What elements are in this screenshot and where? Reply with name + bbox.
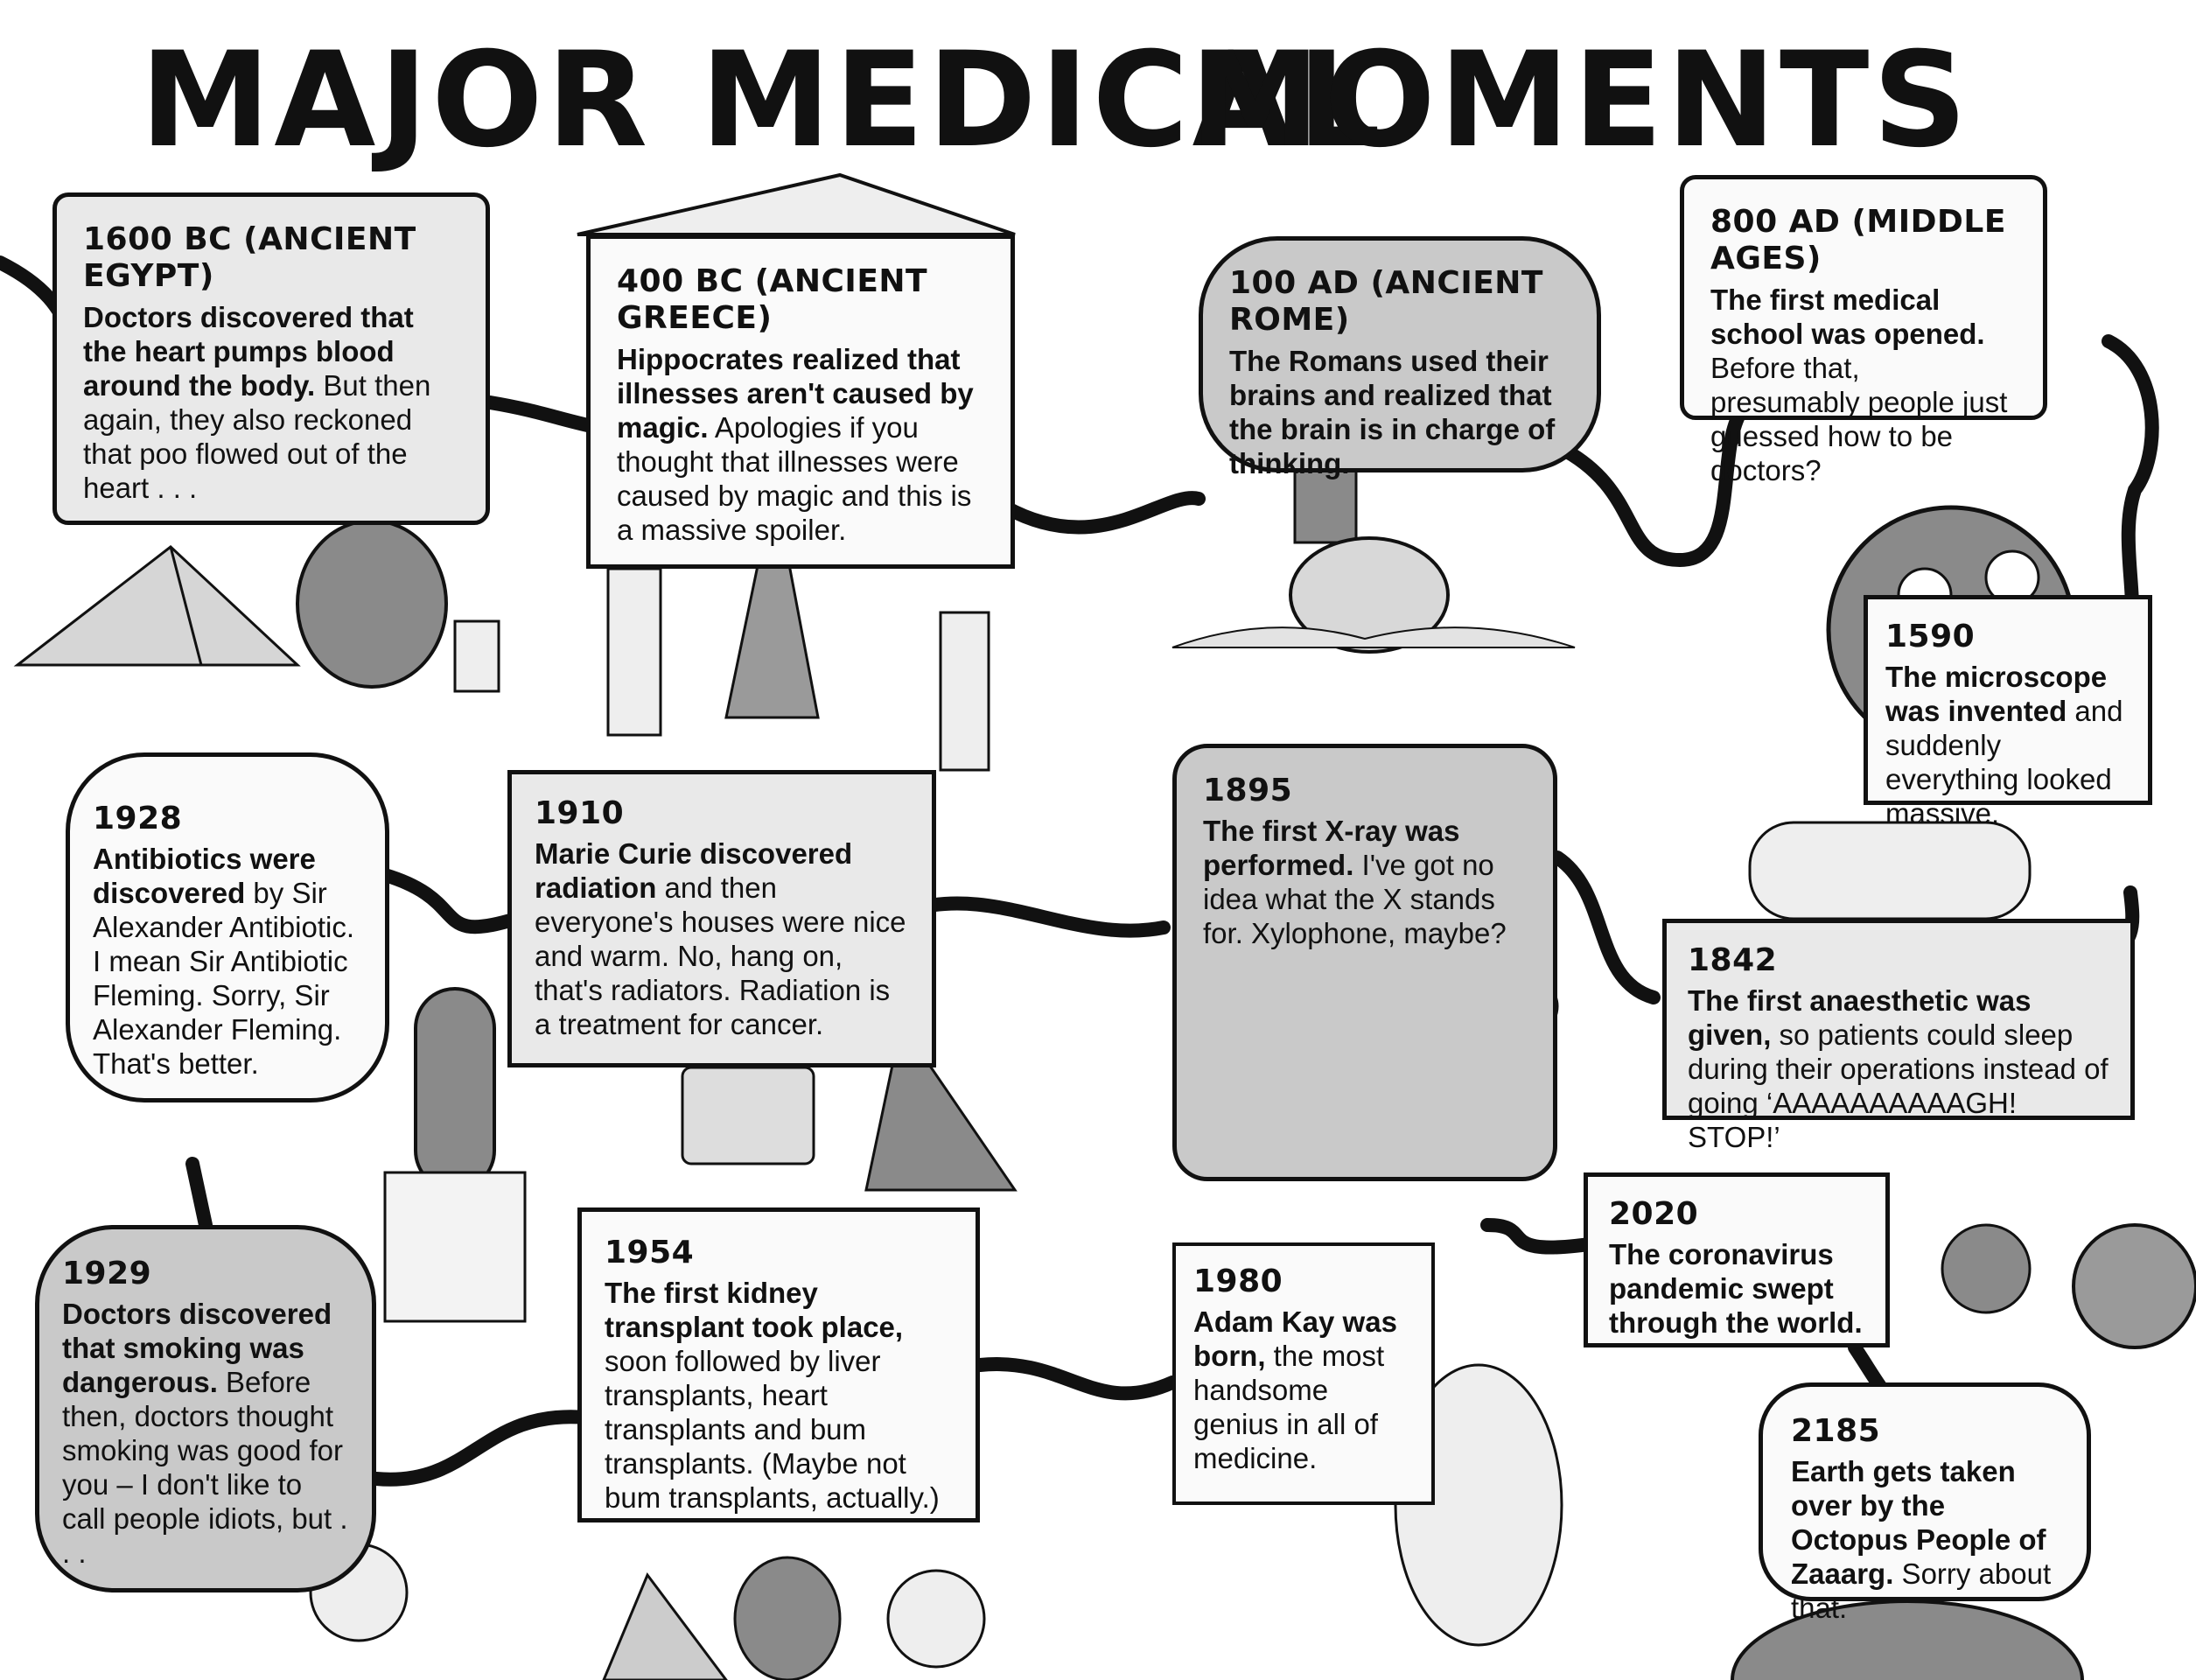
event-card-1590: 1590 The microscope was invented and sud… (1864, 595, 2152, 805)
event-date: 1600 BC (ANCIENT EGYPT) (83, 221, 459, 296)
event-card-egypt: 1600 BC (ANCIENT EGYPT) Doctors discover… (52, 192, 490, 525)
event-date: 2185 (1791, 1413, 2059, 1450)
event-card-1929: 1929 Doctors discovered that smoking was… (35, 1225, 376, 1592)
patient-art (1750, 822, 2030, 919)
event-lead: The coronavirus pandemic swept through t… (1609, 1238, 1863, 1339)
event-date: 1928 (93, 801, 362, 837)
event-date: 1842 (1688, 942, 2109, 979)
event-lead: The first medical school was opened. (1710, 284, 1985, 350)
event-date: 100 AD (ANCIENT ROME) (1229, 265, 1570, 340)
event-lead: The Romans used their brains and realize… (1229, 345, 1555, 480)
event-card-1928: 1928 Antibiotics were discovered by Sir … (66, 752, 389, 1102)
event-card-1842: 1842 The first anaesthetic was given, so… (1662, 919, 2135, 1120)
event-card-2020: 2020 The coronavirus pandemic swept thro… (1584, 1172, 1890, 1348)
temple-roof-art (577, 175, 1015, 234)
event-date: 1954 (605, 1235, 953, 1271)
virus-small-art (1942, 1225, 2030, 1312)
event-card-1980: 1980 Adam Kay was born, the most handsom… (1172, 1242, 1435, 1505)
event-body: soon followed by liver transplants, hear… (605, 1345, 940, 1514)
event-lead: The first kidney transplant took place, (605, 1277, 903, 1343)
event-body: Before that, presumably people just gues… (1710, 352, 2007, 486)
event-card-rome: 100 AD (ANCIENT ROME) The Romans used th… (1199, 236, 1601, 472)
event-card-greece: 400 BC (ANCIENT GREECE) Hippocrates real… (586, 234, 1015, 569)
column-right-art (941, 612, 989, 770)
event-date: 800 AD (MIDDLE AGES) (1710, 204, 2017, 278)
organ-characters-art (604, 1575, 726, 1680)
event-date: 1929 (62, 1256, 349, 1292)
event-date: 1895 (1203, 773, 1527, 809)
earth-art (2074, 1225, 2196, 1348)
column-left-art (608, 569, 661, 735)
radiator-art (682, 1068, 814, 1164)
heart-character-art (297, 521, 446, 687)
pyramid-art (17, 547, 297, 665)
event-card-1910: 1910 Marie Curie discovered radiation an… (507, 770, 936, 1068)
event-date: 1910 (535, 795, 909, 832)
event-date: 1590 (1885, 619, 2130, 655)
event-card-2185: 2185 Earth gets taken over by the Octopu… (1759, 1382, 2091, 1601)
event-card-1895: 1895 The first X-ray was performed. I've… (1172, 744, 1557, 1181)
event-date: 400 BC (ANCIENT GREECE) (617, 263, 984, 338)
event-date: 2020 (1609, 1196, 1864, 1233)
event-card-middle-ages: 800 AD (MIDDLE AGES) The first medical s… (1680, 175, 2047, 420)
antibiotic-pill-art (416, 989, 494, 1190)
event-date: 1980 (1193, 1264, 1414, 1300)
event-card-1954: 1954 The first kidney transplant took pl… (577, 1208, 980, 1522)
